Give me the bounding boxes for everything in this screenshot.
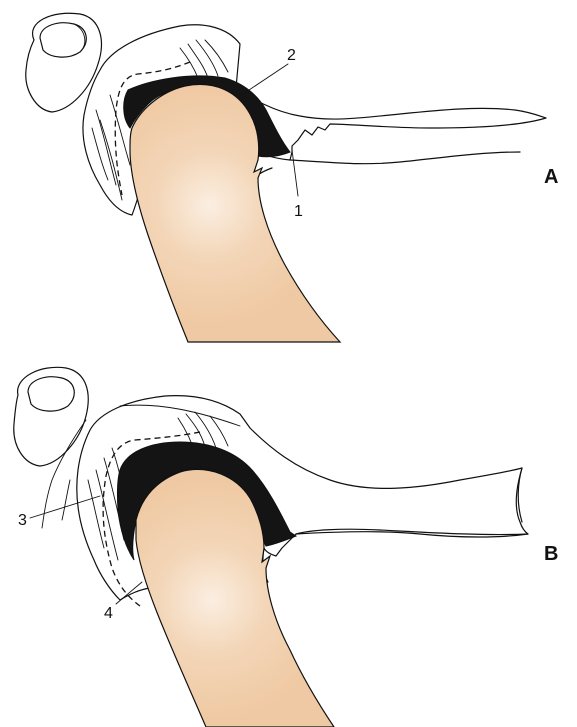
callout-1: 1: [294, 203, 303, 220]
panel-a-leader-2: [240, 64, 288, 96]
panel-a: 2 1 A: [26, 13, 559, 342]
panel-b-clavicle-inner: [28, 377, 74, 411]
panel-a-label: A: [544, 166, 558, 188]
callout-3: 3: [18, 512, 27, 529]
callout-4: 4: [104, 605, 113, 622]
callout-2: 2: [287, 47, 296, 64]
panel-a-humerus: [130, 84, 340, 342]
panel-b-clavicle-ring: [14, 367, 88, 466]
panel-b: 3 4 B: [14, 367, 559, 727]
panel-b-humerus: [136, 470, 334, 727]
panel-a-leader-1: [292, 150, 298, 196]
panel-b-leader-3: [30, 496, 100, 518]
panel-b-label: B: [544, 543, 558, 565]
panel-b-leader-4: [116, 582, 142, 604]
panel-a-clavicle-ring: [26, 13, 102, 112]
